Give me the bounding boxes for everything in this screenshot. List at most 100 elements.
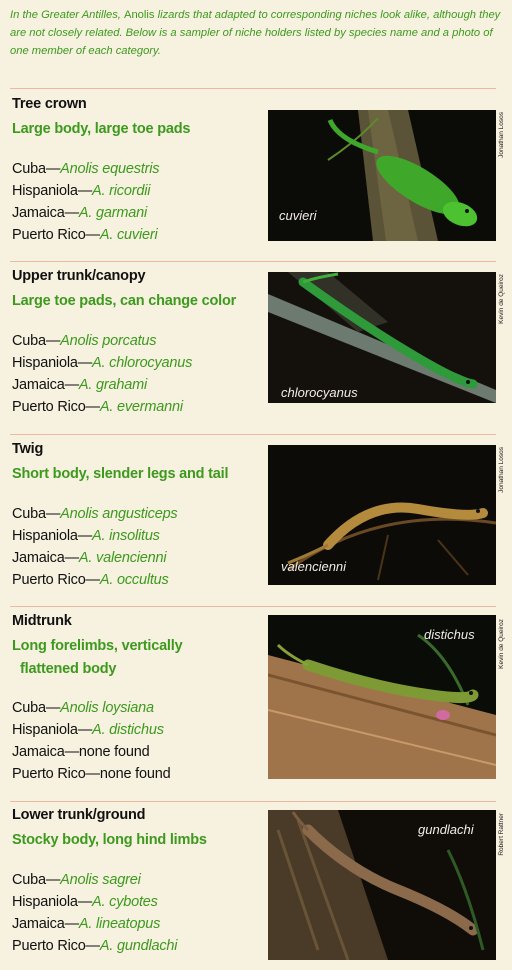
intro-text-2: lizards that adapted to corresponding ni… xyxy=(10,9,501,57)
species-item: Jamaica—A. lineatopus xyxy=(12,913,177,935)
species-name: A. grahami xyxy=(78,377,148,393)
species-name: A. cuvieri xyxy=(99,227,158,243)
species-item: Cuba—Anolis porcatus xyxy=(12,330,192,352)
divider xyxy=(10,261,496,262)
species-name: A. gundlachi xyxy=(99,938,178,954)
island-name: Puerto Rico— xyxy=(12,938,100,954)
island-name: Puerto Rico— xyxy=(12,572,100,588)
niche-section-twig: Twig Short body, slender legs and tail C… xyxy=(0,441,512,601)
species-name: A. lineatopus xyxy=(78,916,161,932)
species-list: Cuba—Anolis angusticeps Hispaniola—A. in… xyxy=(12,503,178,591)
species-item: Hispaniola—A. insolitus xyxy=(12,525,177,547)
species-item: Jamaica—A. grahami xyxy=(12,374,192,396)
divider xyxy=(10,801,496,802)
species-item: Hispaniola—A. cybotes xyxy=(12,891,177,913)
traits-heading: Stocky body, long hind limbs xyxy=(12,832,207,848)
divider xyxy=(10,88,496,89)
divider xyxy=(10,434,496,435)
species-name: A. occultus xyxy=(99,572,169,588)
island-name: Hispaniola— xyxy=(12,722,93,738)
island-name: Jamaica— xyxy=(12,377,79,393)
species-list: Cuba—Anolis loysiana Hispaniola—A. disti… xyxy=(12,697,171,785)
habitat-heading: Lower trunk/ground xyxy=(12,807,146,823)
habitat-heading: Upper trunk/canopy xyxy=(12,268,146,284)
photo-caption: gundlachi xyxy=(418,822,474,837)
habitat-heading: Twig xyxy=(12,441,44,457)
species-item: Hispaniola—A. chlorocyanus xyxy=(12,352,192,374)
species-list: Cuba—Anolis equestris Hispaniola—A. rico… xyxy=(12,158,160,246)
species-name: A. garmani xyxy=(78,205,148,221)
species-item: Jamaica—none found xyxy=(12,741,170,763)
traits-line: flattened body xyxy=(20,661,117,677)
lizard-photo-valencienni: valencienni xyxy=(268,445,496,585)
species-item: Cuba—Anolis sagrei xyxy=(12,869,177,891)
species-name: Anolis porcatus xyxy=(60,333,157,349)
species-item: Jamaica—A. garmani xyxy=(12,202,159,224)
species-item: Puerto Rico—A. evermanni xyxy=(12,396,192,418)
species-name: Anolis sagrei xyxy=(60,872,141,888)
traits-heading: Large toe pads, can change color xyxy=(12,293,237,309)
island-name: Cuba— xyxy=(12,161,61,177)
island-name: Hispaniola— xyxy=(12,355,93,371)
island-name: Hispaniola— xyxy=(12,183,93,199)
species-list: Cuba—Anolis porcatus Hispaniola—A. chlor… xyxy=(12,330,192,418)
traits-line: Long forelimbs, vertically xyxy=(12,638,183,654)
niche-section-upper-trunk: Upper trunk/canopy Large toe pads, can c… xyxy=(0,268,512,428)
intro-genus: Anolis xyxy=(124,9,155,21)
niche-section-midtrunk: Midtrunk Long forelimbs, vertically flat… xyxy=(0,613,512,798)
species-name: A. cybotes xyxy=(92,894,158,910)
island-name: Cuba— xyxy=(12,872,61,888)
species-item: Hispaniola—A. distichus xyxy=(12,719,170,741)
photo-caption: distichus xyxy=(424,627,475,642)
species-name: Anolis equestris xyxy=(60,161,160,177)
species-list: Cuba—Anolis sagrei Hispaniola—A. cybotes… xyxy=(12,869,177,957)
species-name: A. evermanni xyxy=(99,399,183,415)
intro-text-1: In the Greater Antilles, xyxy=(10,9,124,21)
species-item: Cuba—Anolis loysiana xyxy=(12,697,170,719)
species-name: A. insolitus xyxy=(92,528,160,544)
island-name: Jamaica— xyxy=(12,550,79,566)
photo-caption: cuvieri xyxy=(279,208,317,223)
species-item: Cuba—Anolis angusticeps xyxy=(12,503,178,525)
island-name: Jamaica—none found xyxy=(12,744,150,760)
island-name: Jamaica— xyxy=(12,205,79,221)
species-name: A. valencienni xyxy=(78,550,167,566)
divider xyxy=(10,606,496,607)
habitat-heading: Tree crown xyxy=(12,96,87,112)
photo-credit: Kevin de Queiroz xyxy=(498,274,505,324)
photo-credit: Robert Rattner xyxy=(498,813,505,856)
intro-paragraph: In the Greater Antilles, Anolis lizards … xyxy=(10,6,504,60)
species-item: Puerto Rico—none found xyxy=(12,763,171,785)
photo-credit: Kevin de Queiroz xyxy=(498,619,505,669)
traits-heading: Long forelimbs, vertically flattened bod… xyxy=(12,635,262,681)
habitat-heading: Midtrunk xyxy=(12,613,72,629)
island-name: Jamaica— xyxy=(12,916,79,932)
niche-section-tree-crown: Tree crown Large body, large toe pads Cu… xyxy=(0,96,512,256)
species-item: Cuba—Anolis equestris xyxy=(12,158,160,180)
species-item: Hispaniola—A. ricordii xyxy=(12,180,159,202)
species-name: A. chlorocyanus xyxy=(92,355,193,371)
photo-caption: chlorocyanus xyxy=(281,385,358,400)
island-name: Hispaniola— xyxy=(12,528,93,544)
species-name: A. distichus xyxy=(92,722,164,738)
species-item: Jamaica—A. valencienni xyxy=(12,547,177,569)
island-name: Puerto Rico— xyxy=(12,399,100,415)
island-name: Hispaniola— xyxy=(12,894,93,910)
photo-credit: Jonathan Losos xyxy=(498,112,505,158)
island-name: Puerto Rico—none found xyxy=(12,766,171,782)
traits-heading: Large body, large toe pads xyxy=(12,121,191,137)
lizard-photo-gundlachi: gundlachi xyxy=(268,810,496,960)
species-item: Puerto Rico—A. cuvieri xyxy=(12,224,159,246)
species-item: Puerto Rico—A. gundlachi xyxy=(12,935,177,957)
lizard-photo-distichus: distichus xyxy=(268,615,496,779)
lizard-photo-cuvieri: cuvieri xyxy=(268,110,496,241)
species-item: Puerto Rico—A. occultus xyxy=(12,569,177,591)
photo-caption: valencienni xyxy=(281,559,347,574)
island-name: Puerto Rico— xyxy=(12,227,100,243)
species-name: A. ricordii xyxy=(92,183,151,199)
traits-heading: Short body, slender legs and tail xyxy=(12,466,229,482)
niche-section-lower-trunk: Lower trunk/ground Stocky body, long hin… xyxy=(0,807,512,967)
photo-credit: Jonathan Losos xyxy=(498,447,505,493)
island-name: Cuba— xyxy=(12,700,61,716)
species-name: Anolis loysiana xyxy=(60,700,154,716)
